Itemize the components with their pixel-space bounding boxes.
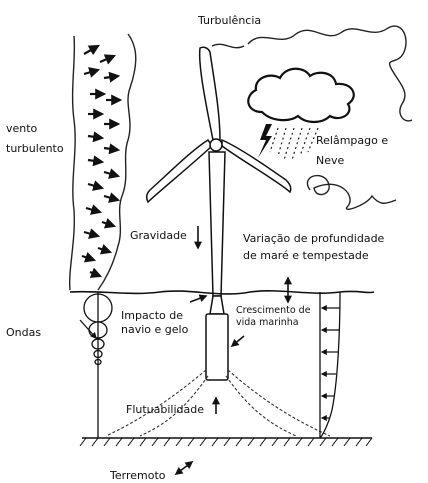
- growth-label-line1: Crescimento de: [236, 305, 311, 317]
- wind-label-line2: turbulento: [6, 142, 64, 156]
- ship-ice-impact-label: Impacto de navio e gelo: [121, 309, 188, 338]
- seabed: [80, 438, 372, 446]
- tide-storm-label: Variação de profundidade de maré e tempe…: [243, 232, 384, 264]
- waves-label: Ondas: [6, 326, 41, 340]
- lightning-label-line2: Neve: [316, 154, 388, 168]
- tower: [209, 152, 225, 296]
- turbulence-label: Turbulência: [198, 14, 261, 28]
- wind-arrows-icon: [82, 46, 120, 276]
- current-profile-icon: [320, 292, 340, 438]
- earthquake-arrow-icon: [176, 462, 192, 474]
- gravity-label: Gravidade: [130, 229, 187, 243]
- impact-label-line1: Impacto de: [121, 309, 188, 323]
- transition-piece: [210, 296, 224, 314]
- marine-growth-label: Crescimento de vida marinha: [236, 305, 311, 329]
- earthquake-label: Terremoto: [110, 469, 165, 483]
- wave-profile-icon: [80, 292, 112, 438]
- floater: [206, 314, 228, 380]
- growth-label-line2: vida marinha: [236, 317, 311, 329]
- lightning-label-line1: Relâmpago e: [316, 134, 388, 148]
- growth-arrow: [232, 336, 244, 346]
- blade-up: [200, 47, 220, 140]
- wind-label-line1: vento: [6, 122, 64, 136]
- wind-label: vento turbulento: [6, 122, 64, 157]
- blade-left: [147, 140, 212, 202]
- turbulence-swirl-icon: [212, 26, 412, 209]
- lightning-rain-icon: [258, 124, 318, 160]
- tide-label-line1: Variação de profundidade: [243, 232, 384, 246]
- hub: [210, 139, 222, 151]
- sea-surface: [70, 291, 374, 294]
- wind-boundary: [70, 34, 136, 290]
- lightning-snow-label: Relâmpago e Neve: [316, 134, 388, 169]
- impact-arrow: [190, 296, 206, 302]
- tide-label-line2: de maré e tempestade: [243, 249, 384, 263]
- buoyancy-label: Flutuabilidade: [126, 403, 204, 417]
- impact-label-line2: navio e gelo: [121, 323, 188, 337]
- cloud-icon: [248, 69, 353, 122]
